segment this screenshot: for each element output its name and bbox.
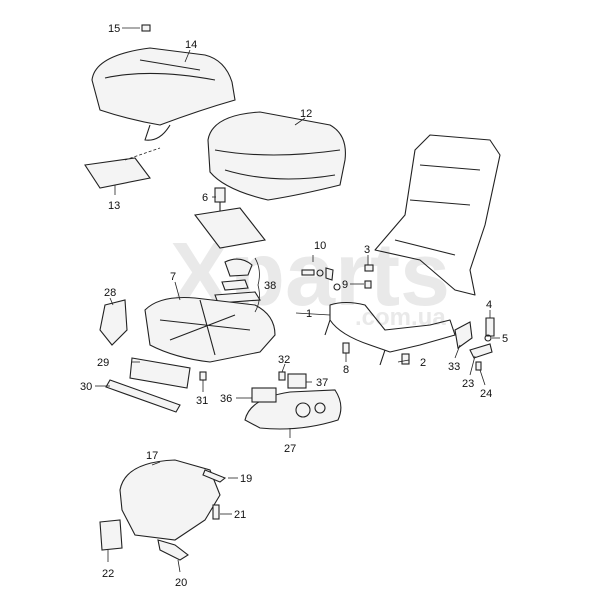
- part-backrest-frame[interactable]: [374, 134, 501, 296]
- callout-28[interactable]: 28: [104, 287, 116, 299]
- callout-1[interactable]: 1: [306, 308, 312, 320]
- part-8-clip[interactable]: [342, 342, 350, 354]
- part-32-screw[interactable]: [278, 371, 286, 381]
- callout-3[interactable]: 3: [364, 244, 370, 256]
- callout-30[interactable]: 30: [80, 381, 92, 393]
- callout-6[interactable]: 6: [202, 192, 208, 204]
- callout-33[interactable]: 33: [448, 361, 460, 373]
- part-seat-frame[interactable]: [324, 301, 456, 366]
- part-31-screw[interactable]: [199, 371, 207, 381]
- part-seat-cover[interactable]: [91, 47, 236, 141]
- part-3-bolt[interactable]: [364, 264, 374, 272]
- callout-22[interactable]: 22: [102, 568, 114, 580]
- part-20-bracket[interactable]: [157, 539, 189, 561]
- part-36-motor[interactable]: [251, 387, 277, 403]
- part-24-screw[interactable]: [475, 361, 482, 371]
- callout-7[interactable]: 7: [170, 271, 176, 283]
- callout-32[interactable]: 32: [278, 354, 290, 366]
- callout-36[interactable]: 36: [220, 393, 232, 405]
- part-33-bracket[interactable]: [454, 321, 473, 349]
- callout-14[interactable]: 14: [185, 39, 197, 51]
- part-15-clip[interactable]: [141, 24, 151, 32]
- callout-31[interactable]: 31: [196, 395, 208, 407]
- callout-21[interactable]: 21: [234, 509, 246, 521]
- callout-8[interactable]: 8: [343, 364, 349, 376]
- leader-lines: [95, 27, 500, 573]
- part-22-cover[interactable]: [99, 519, 123, 551]
- part-heater-mat[interactable]: [84, 147, 161, 189]
- callout-4[interactable]: 4: [486, 299, 492, 311]
- callout-23[interactable]: 23: [462, 378, 474, 390]
- part-30-strip[interactable]: [105, 379, 181, 413]
- callout-27[interactable]: 27: [284, 443, 296, 455]
- callout-19[interactable]: 19: [240, 473, 252, 485]
- callout-17[interactable]: 17: [146, 450, 158, 462]
- callout-9[interactable]: 9: [342, 279, 348, 291]
- part-9-clip[interactable]: [364, 280, 372, 289]
- part-bracket-plate[interactable]: [194, 187, 266, 249]
- part-10-pin-set[interactable]: [301, 267, 341, 291]
- part-2-bolt[interactable]: [401, 353, 410, 365]
- watermark-domain: .com.ua: [355, 304, 446, 331]
- part-29-panel[interactable]: [129, 357, 191, 389]
- part-19-cable[interactable]: [202, 469, 227, 483]
- callout-29[interactable]: 29: [97, 357, 109, 369]
- callout-38[interactable]: 38: [264, 280, 276, 292]
- callout-2[interactable]: 2: [420, 357, 426, 369]
- callout-24[interactable]: 24: [480, 388, 492, 400]
- part-5-nut[interactable]: [484, 334, 492, 342]
- part-seat-pan[interactable]: [144, 296, 276, 363]
- callout-20[interactable]: 20: [175, 577, 187, 589]
- part-21-screw[interactable]: [212, 504, 220, 520]
- callout-37[interactable]: 37: [316, 377, 328, 389]
- part-4-pin[interactable]: [485, 317, 495, 337]
- callout-labels: 15 14 12 13 6 10 3 9 7 38 28 1 4 5 29 32…: [80, 23, 508, 589]
- callout-10[interactable]: 10: [314, 240, 326, 252]
- part-28-trim[interactable]: [99, 299, 128, 346]
- callout-5[interactable]: 5: [502, 333, 508, 345]
- part-38-set[interactable]: [214, 258, 261, 304]
- callout-12[interactable]: 12: [300, 108, 312, 120]
- part-seat-cushion[interactable]: [207, 111, 346, 201]
- part-17-armrest[interactable]: [119, 459, 221, 541]
- part-23-lever[interactable]: [469, 343, 493, 359]
- callout-15[interactable]: 15: [108, 23, 120, 35]
- part-37-switch[interactable]: [287, 373, 307, 389]
- callout-13[interactable]: 13: [108, 200, 120, 212]
